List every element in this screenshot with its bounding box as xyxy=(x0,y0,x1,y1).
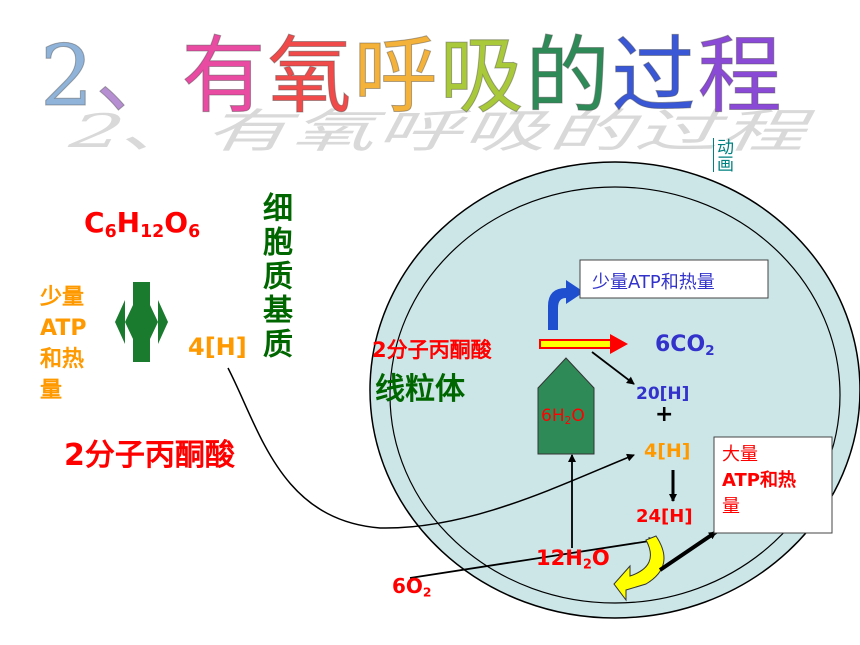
title-char: 氧 xyxy=(267,27,354,126)
blue-atp-arrow xyxy=(548,280,584,330)
animation-link[interactable]: 动画 xyxy=(713,138,733,172)
mitochondrion-label: 线粒体 xyxy=(375,372,465,407)
title-char: 过 xyxy=(611,27,698,126)
pyruvate-to-hydrogen-arrow xyxy=(591,351,635,385)
plus-sign: + xyxy=(655,402,674,427)
title-char: 呼 xyxy=(353,27,440,126)
hydrogen-transfer-curve xyxy=(227,367,635,529)
title-char: 2 xyxy=(39,27,96,126)
glucose-formula: C6H12O6 xyxy=(84,206,201,242)
title-char: 有 xyxy=(181,27,268,126)
large-atp-label: 大量 ATP和热 量 xyxy=(722,444,797,517)
title-char: 程 xyxy=(697,27,784,126)
pyruvate-mitochondrion: 2分子丙酮酸 xyxy=(372,338,492,362)
hydrogen-4-mitochondrion: 4[H] xyxy=(644,440,691,462)
yellow-curl-arrow xyxy=(613,535,665,602)
double-arrow xyxy=(125,282,158,362)
pyruvate-arrow-body xyxy=(539,339,613,349)
slide-title: 2、有氧呼吸的过程 2、有氧呼吸的过程 xyxy=(39,20,828,159)
water-input-arrow xyxy=(537,357,595,455)
cytoplasm-label: 细胞质基质 xyxy=(257,192,292,362)
small-atp-label-cytoplasm: 少量 ATP 和热 量 xyxy=(40,285,87,403)
title-char: 吸 xyxy=(439,27,526,126)
co2-label: 6CO2 xyxy=(655,332,715,359)
pyruvate-cytoplasm: 2分子丙酮酸 xyxy=(64,438,235,473)
oxygen-arrow xyxy=(409,537,657,579)
large-atp-arrow xyxy=(658,530,718,572)
small-atp-box xyxy=(579,259,769,299)
title-char: 的 xyxy=(525,27,612,126)
water-input-label: 6H2O xyxy=(541,406,585,427)
hydrogen-cytoplasm: 4[H] xyxy=(188,333,247,361)
small-atp-box-text: 少量ATP和热量 xyxy=(592,272,715,293)
hydrogen-24: 24[H] xyxy=(636,506,693,527)
oxygen-label: 6O2 xyxy=(392,574,432,600)
title-char: 、 xyxy=(95,27,182,126)
large-atp-box xyxy=(713,436,833,534)
hydrogen-20: 20[H] xyxy=(636,384,690,404)
water-output-label: 12H2O xyxy=(536,546,610,573)
mitochondrion-inner xyxy=(389,186,841,604)
title-text: 2、有氧呼吸的过程 xyxy=(39,20,784,132)
